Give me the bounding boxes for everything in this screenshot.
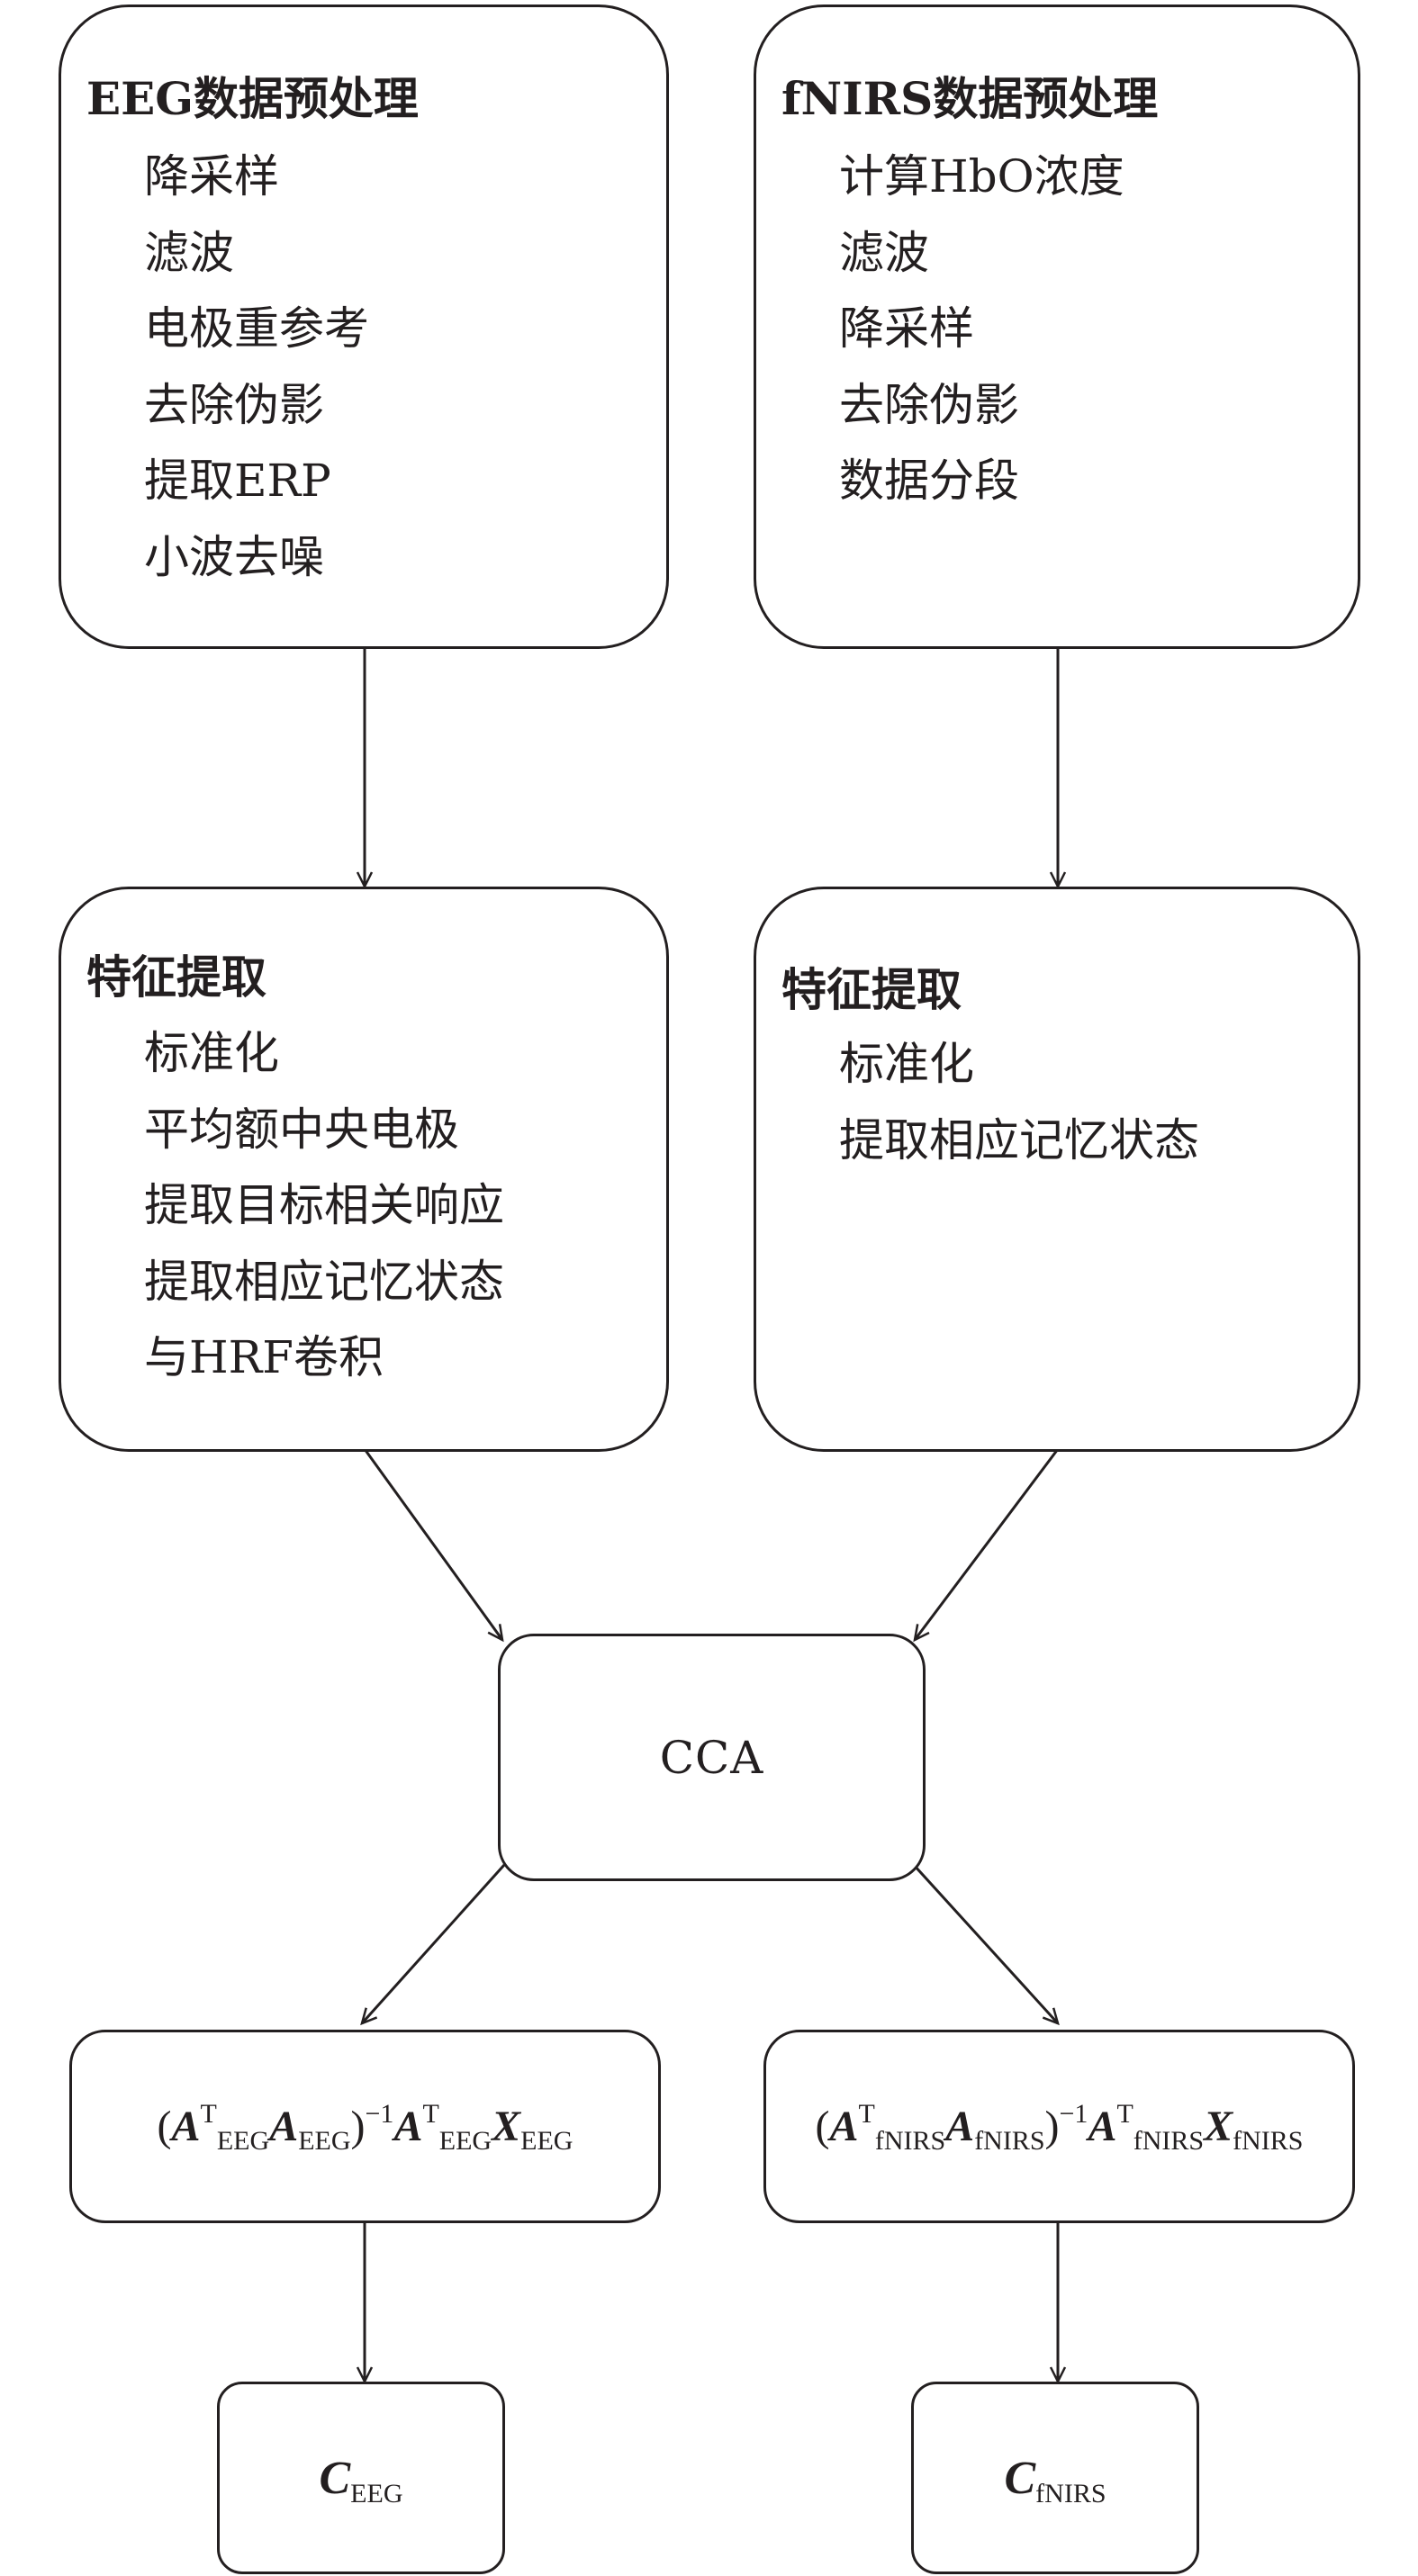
eeg-preprocess-step: 电极重参考 (144, 302, 369, 355)
eeg-preprocess-step: 降采样 (144, 150, 279, 203)
eeg-features-step: 与HRF卷积 (144, 1331, 384, 1383)
fnirs-preprocess-steps: 计算HbO浓度 滤波 降采样 去除伪影 数据分段 (839, 139, 1124, 519)
eeg-preprocess-step: 小波去噪 (144, 530, 324, 583)
fnirs-preprocess-step: 降采样 (839, 302, 974, 355)
cca-box: CCA (498, 1634, 926, 1881)
arrow-cca-to-eeg-proj (360, 1863, 506, 2026)
fnirs-preprocess-step: 滤波 (839, 226, 929, 279)
eeg-features-box: 特征提取 标准化 平均额中央电极 提取目标相关响应 提取相应记忆状态 与HRF卷… (59, 887, 669, 1452)
fnirs-output-symbol: CfNIRS (1004, 2452, 1106, 2508)
eeg-output-symbol: CEEG (319, 2452, 403, 2508)
eeg-projection-formula: (ATEEGAEEG)−1ATEEGXEEG (157, 2099, 574, 2156)
eeg-preprocess-box: EEG数据预处理 降采样 滤波 电极重参考 去除伪影 提取ERP 小波去噪 (59, 5, 669, 649)
eeg-features-step: 提取相应记忆状态 (144, 1255, 504, 1308)
fnirs-preprocess-box: fNIRS数据预处理 计算HbO浓度 滤波 降采样 去除伪影 数据分段 (754, 5, 1360, 649)
eeg-preprocess-step: 提取ERP (144, 455, 331, 507)
cca-label: CCA (659, 1731, 764, 1784)
fnirs-preprocess-step: 计算HbO浓度 (839, 150, 1124, 203)
eeg-features-step: 标准化 (144, 1027, 279, 1079)
fnirs-features-step: 标准化 (839, 1038, 974, 1090)
arrow-eeg-feat-to-cca (363, 1448, 504, 1643)
fnirs-features-steps: 标准化 提取相应记忆状态 (839, 1026, 1199, 1178)
fnirs-preprocess-step: 去除伪影 (839, 378, 1019, 431)
eeg-output-box: CEEG (217, 2382, 505, 2574)
eeg-preprocess-title: EEG数据预处理 (86, 72, 419, 125)
eeg-features-step: 提取目标相关响应 (144, 1179, 504, 1231)
fnirs-projection-box: (ATfNIRSAfNIRS)−1ATfNIRSXfNIRS (763, 2030, 1355, 2223)
fnirs-preprocess-step: 数据分段 (839, 455, 1019, 507)
fnirs-features-title: 特征提取 (781, 963, 962, 1016)
arrow-cca-to-fnirs-proj (912, 1863, 1060, 2026)
eeg-projection-box: (ATEEGAEEG)−1ATEEGXEEG (69, 2030, 661, 2223)
eeg-features-step: 平均额中央电极 (144, 1103, 459, 1156)
fnirs-features-box: 特征提取 标准化 提取相应记忆状态 (754, 887, 1360, 1452)
fnirs-projection-formula: (ATfNIRSAfNIRS)−1ATfNIRSXfNIRS (815, 2099, 1304, 2156)
eeg-preprocess-step: 去除伪影 (144, 378, 324, 431)
eeg-features-title: 特征提取 (86, 950, 266, 1004)
fnirs-output-box: CfNIRS (911, 2382, 1199, 2574)
eeg-preprocess-step: 滤波 (144, 226, 234, 279)
eeg-features-steps: 标准化 平均额中央电极 提取目标相关响应 提取相应记忆状态 与HRF卷积 (144, 1015, 504, 1396)
fnirs-features-step: 提取相应记忆状态 (839, 1113, 1199, 1166)
arrow-fnirs-feat-to-cca (913, 1448, 1060, 1643)
fnirs-preprocess-title: fNIRS数据预处理 (781, 72, 1159, 125)
eeg-preprocess-steps: 降采样 滤波 电极重参考 去除伪影 提取ERP 小波去噪 (144, 139, 369, 595)
